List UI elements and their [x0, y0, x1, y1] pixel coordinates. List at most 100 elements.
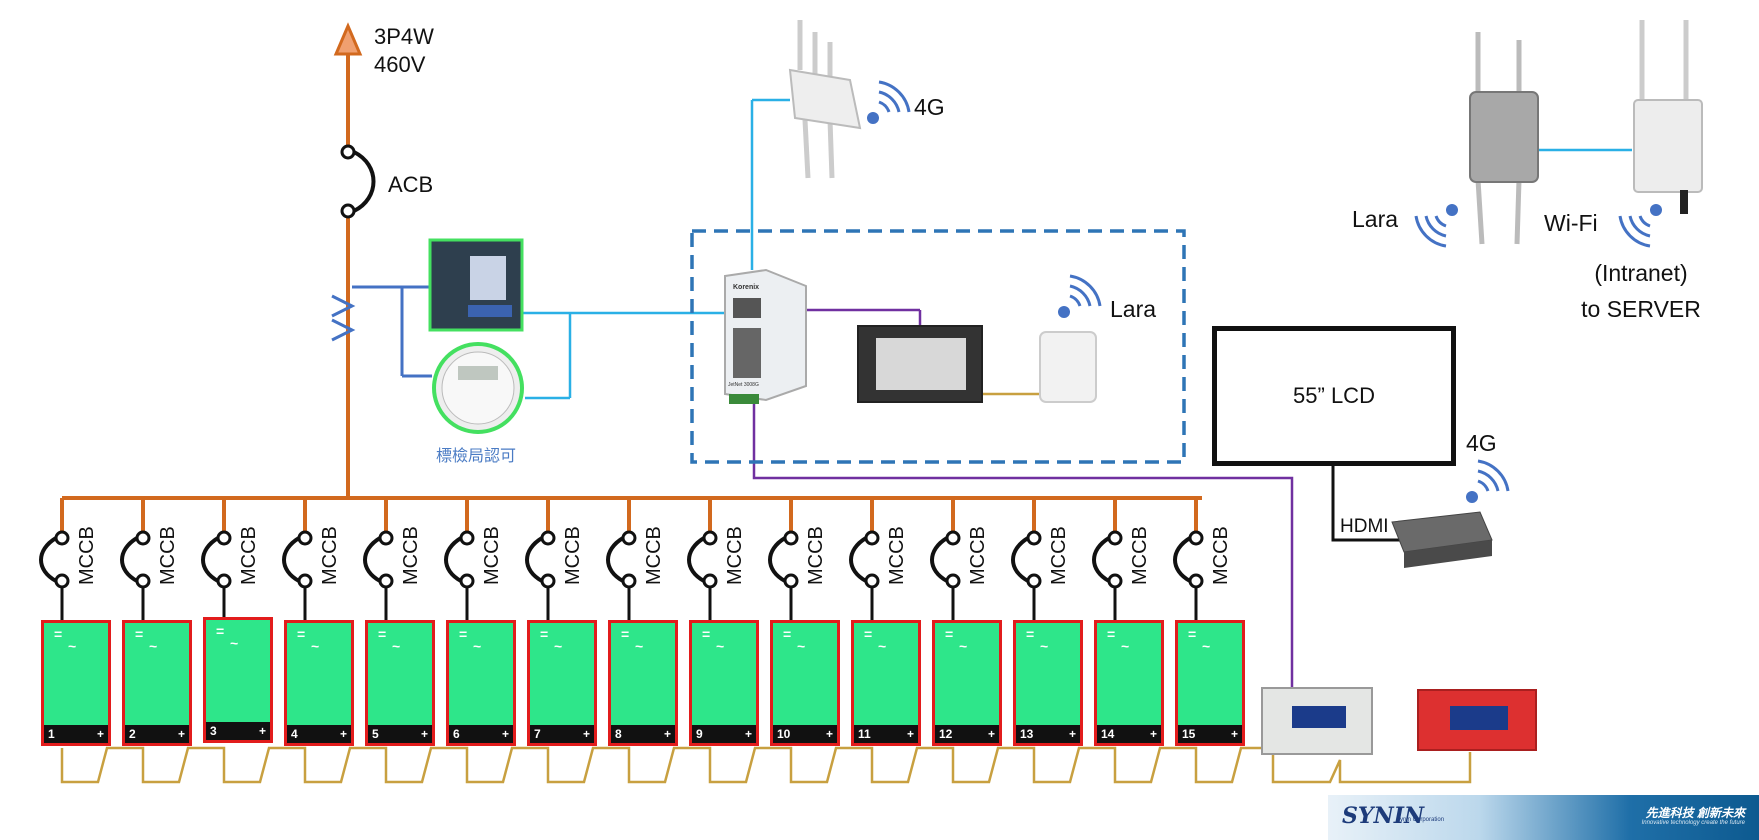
wireless-lara-panel-icon	[1058, 274, 1102, 318]
inverter-1: =~1+	[41, 620, 111, 746]
mccb-branch	[606, 498, 637, 620]
inverter-footer: 14+	[1097, 725, 1161, 743]
inverter-number: 11	[858, 727, 871, 741]
inverter-ac-symbol: =~	[54, 626, 77, 654]
inverter-ac-symbol: =~	[459, 626, 482, 654]
inverter-footer: 7+	[530, 725, 594, 743]
inverter-ac-symbol: =~	[135, 626, 158, 654]
inverter-sign: +	[339, 727, 347, 741]
inverter-2: =~ 2+	[122, 620, 192, 746]
industrial-pc-image	[1391, 511, 1493, 568]
mccb-label: MCCB	[1129, 526, 1151, 585]
mccb-label: MCCB	[967, 526, 989, 585]
datalogger-grey-image	[1261, 687, 1373, 755]
switch-model-label: JetNet 3008G	[728, 382, 759, 388]
datalogger-red-image	[1417, 689, 1537, 751]
inverter-footer: 13+	[1016, 725, 1080, 743]
inverter-ac-symbol: =~	[864, 626, 887, 654]
inverter-number: 15	[1182, 727, 1196, 741]
inverter-sign: +	[582, 727, 590, 741]
mccb-branch	[363, 498, 394, 620]
inverter-ac-symbol: =~	[297, 626, 320, 654]
mccb-label: MCCB	[1048, 526, 1070, 585]
inverter-14: =~ 14+	[1094, 620, 1164, 746]
inverter-9: =~9+	[689, 620, 759, 746]
inverter-12: =~12+	[932, 620, 1002, 746]
mccb-branch	[525, 498, 556, 620]
mccb-branch	[120, 498, 151, 620]
mccb-label: MCCB	[1210, 526, 1232, 585]
mccb-branch	[930, 498, 961, 620]
lara-gateway-image	[1039, 331, 1097, 403]
inverter-7: =~ 7+	[527, 620, 597, 746]
company-slogan: 先進科技 創新未來	[1645, 806, 1745, 820]
mccb-label: MCCB	[724, 526, 746, 585]
inverter-ac-symbol: =~	[1026, 626, 1049, 654]
wireless-4g-top-icon	[867, 80, 911, 124]
inverter-number: 10	[777, 727, 791, 741]
inverter-8: =~8+	[608, 620, 678, 746]
supply-arrow	[333, 22, 363, 56]
mccb-label: MCCB	[886, 526, 908, 585]
mccb-label: MCCB	[400, 526, 422, 585]
inverter-number: 9	[696, 727, 703, 741]
inverter-number: 6	[453, 727, 460, 741]
inverter-sign: +	[1068, 727, 1076, 741]
power-meter-image	[428, 238, 524, 332]
inverter-ac-symbol: =~	[1107, 626, 1130, 654]
company-logo-sub: Synin Corporation	[1396, 817, 1445, 823]
inverter-footer: 1+	[44, 725, 108, 743]
wireless-lara-outdoor-icon	[1414, 204, 1458, 248]
current-transformer-symbol	[331, 285, 432, 378]
inverter-number: 14	[1101, 727, 1115, 741]
mccb-branch	[1173, 498, 1204, 620]
inverter-sign: +	[987, 727, 995, 741]
mccb-label: MCCB	[643, 526, 665, 585]
4g-pc-label: 4G	[1466, 430, 1497, 456]
lcd-display: 55” LCD	[1212, 326, 1456, 466]
intranet-label: (Intranet)	[1594, 260, 1688, 286]
mccb-branch	[687, 498, 718, 620]
mccb-branches	[39, 498, 1204, 620]
inverter-ac-symbol: =~	[945, 626, 968, 654]
inverter-ac-symbol: =~	[378, 626, 401, 654]
company-logo-name: SYNIN	[1342, 803, 1425, 829]
wireless-wifi-outdoor-icon	[1618, 204, 1662, 248]
company-slogan-en: Innovative technology create the future	[1641, 820, 1745, 826]
mccb-label: MCCB	[481, 526, 503, 585]
meter-approval-label: 標檢局認可	[436, 448, 517, 465]
inverter-sign: +	[96, 727, 104, 741]
inverter-footer: 9+	[692, 725, 756, 743]
hdmi-label: HDMI	[1340, 516, 1389, 537]
kwh-meter-image	[432, 342, 524, 434]
ethernet-switch-image	[724, 268, 807, 404]
inverter-number: 5	[372, 727, 379, 741]
inverter-number: 2	[129, 727, 136, 741]
inverter-footer: 11 +	[854, 725, 918, 743]
wifi-outdoor-ap-image	[1633, 20, 1703, 214]
inverter-sign: +	[258, 724, 266, 738]
inverter-6: =~6+	[446, 620, 516, 746]
inverter-13: =~ 13+	[1013, 620, 1083, 746]
mccb-branch	[1092, 498, 1123, 620]
lcd-display-label: 55” LCD	[1293, 383, 1375, 408]
inverter-number: 1	[48, 727, 55, 741]
acb-label: ACB	[388, 172, 434, 197]
inverter-ac-symbol: =~	[621, 626, 644, 654]
inverter-4: =~4+	[284, 620, 354, 746]
4g-router-image	[788, 20, 862, 179]
mccb-branch	[444, 498, 475, 620]
inverter-footer: 2+	[125, 725, 189, 743]
mccb-branch	[39, 498, 70, 620]
inverter-sign: +	[906, 727, 914, 741]
mccb-label: MCCB	[157, 526, 179, 585]
control-cabinet-outline	[690, 229, 1186, 464]
wifi-outdoor-label: Wi-Fi	[1544, 210, 1598, 236]
acb-breaker-symbol	[340, 144, 376, 219]
inverter-footer: 5+	[368, 725, 432, 743]
wireless-4g-pc-icon	[1466, 459, 1510, 503]
switch-brand-label: Korenix	[733, 284, 760, 291]
company-logo-band: SYNIN Synin Corporation 先進科技 創新未來 Innova…	[1328, 795, 1759, 840]
inverter-sign: +	[420, 727, 428, 741]
inverter-ac-symbol: =~	[540, 626, 563, 654]
